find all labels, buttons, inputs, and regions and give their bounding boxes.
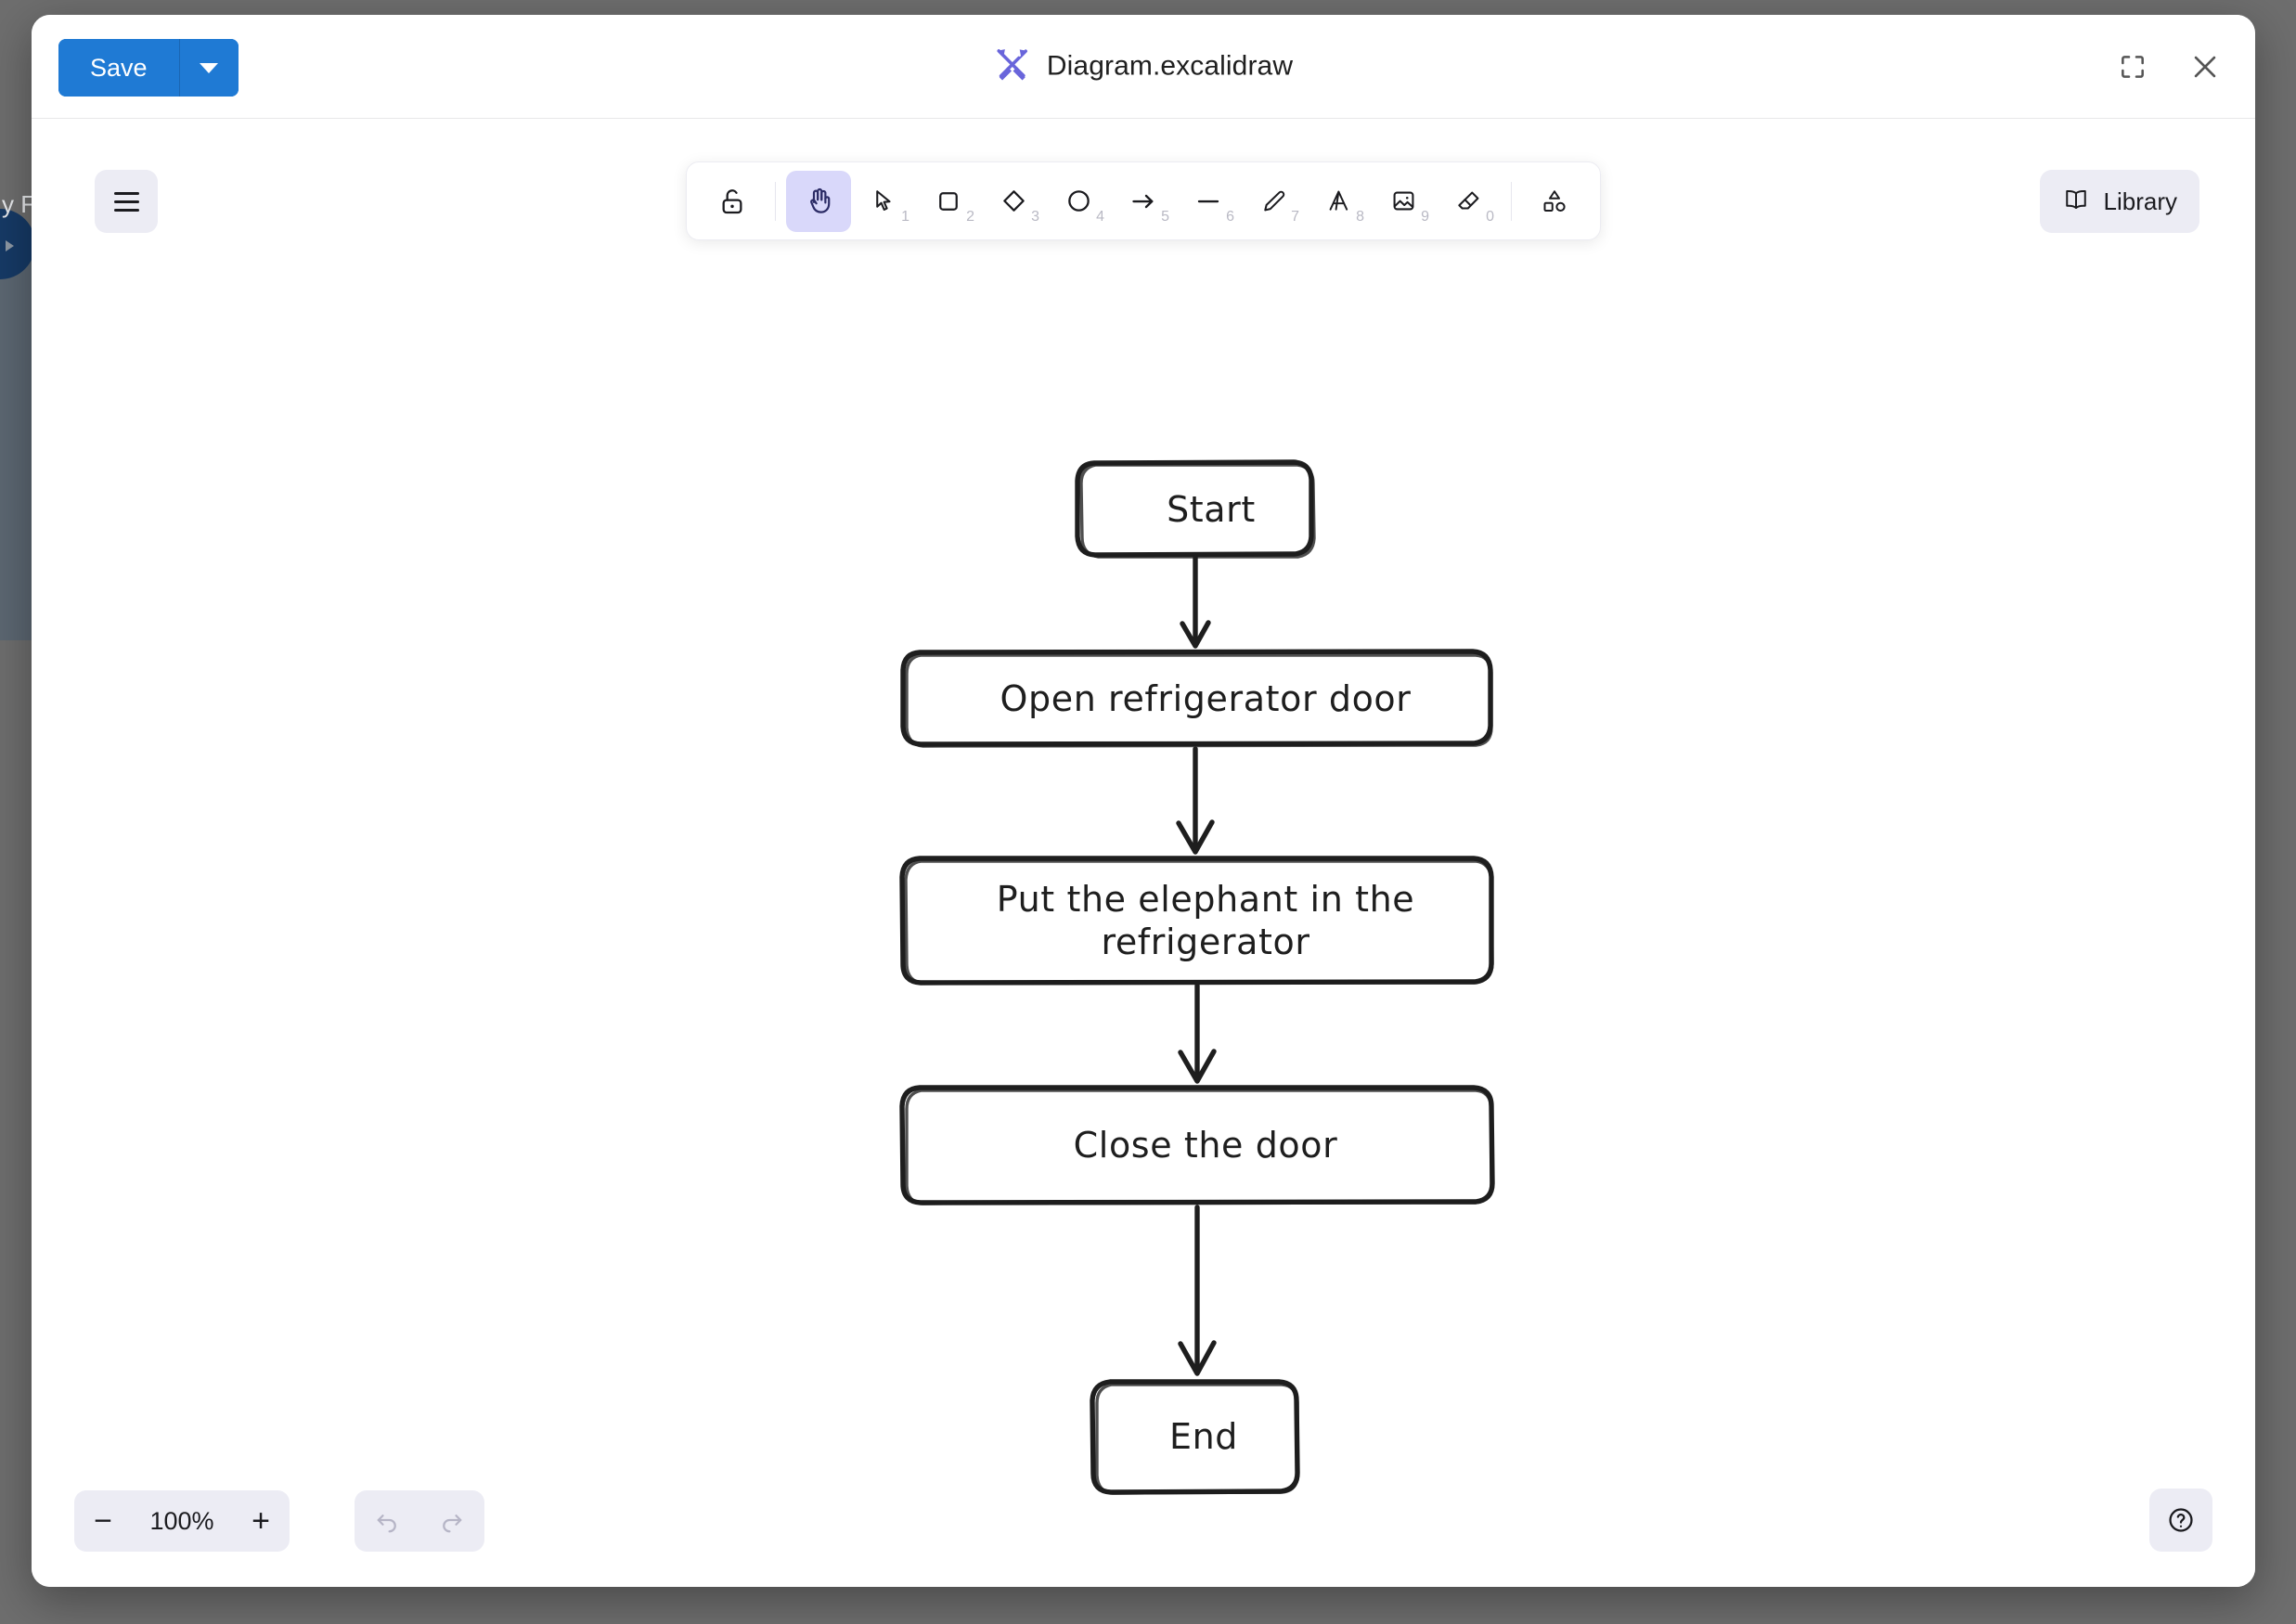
save-split-button: Save [58,39,239,97]
arrow-tool-shortcut: 5 [1161,208,1169,225]
draw-tool-button[interactable]: 7 [1241,171,1306,232]
hamburger-lines [113,191,139,212]
arrow-tool-button[interactable]: 5 [1111,171,1176,232]
chevron-down-icon [200,62,219,73]
line-tool-shortcut: 6 [1226,208,1234,225]
excalidraw-logo-icon [994,45,1031,87]
line-tool-button[interactable]: 6 [1176,171,1241,232]
library-button-label: Library [2103,187,2177,215]
text-tool-shortcut: 8 [1356,208,1364,225]
rectangle-tool-button[interactable]: 2 [916,171,981,232]
draw-tool-shortcut: 7 [1291,208,1299,225]
window-titlebar: Save [32,15,2255,119]
zoom-out-button[interactable]: − [94,1503,112,1539]
hamburger-menu-icon[interactable] [95,170,158,233]
window-actions [2109,43,2229,91]
flow-node-start: Start [1167,488,1256,530]
tool-separator-2 [1511,181,1512,221]
save-button[interactable]: Save [58,39,179,97]
hand-tool-button[interactable] [786,170,851,232]
library-button[interactable]: Library [2039,170,2199,233]
text-tool-button[interactable]: 8 [1306,171,1371,232]
flow-node-open: Open refrigerator door [1000,677,1412,719]
eraser-tool-shortcut: 0 [1486,208,1494,225]
document-title: Diagram.excalidraw [994,45,1293,87]
drawing-canvas[interactable]: 1 2 3 4 [32,119,2255,1587]
image-tool-button[interactable]: 9 [1371,171,1436,232]
redo-button[interactable] [419,1490,484,1552]
diamond-tool-shortcut: 3 [1031,208,1039,225]
zoom-level-value[interactable]: 100% [149,1506,214,1535]
close-button[interactable] [2181,43,2229,91]
book-icon [2062,186,2090,218]
flow-node-end: End [1168,1416,1238,1458]
selection-tool-button[interactable]: 1 [851,171,916,232]
history-island [355,1490,484,1552]
flow-node-put: Put the elephant in the refrigerator [996,878,1415,962]
zoom-island: − 100% + [74,1490,290,1552]
zoom-in-button[interactable]: + [252,1503,270,1539]
document-title-text: Diagram.excalidraw [1046,50,1294,82]
save-divider [178,39,180,97]
diamond-tool-button[interactable]: 3 [981,171,1046,232]
help-button[interactable] [2149,1489,2212,1552]
excalidraw-window: Save [32,15,2255,1587]
save-dropdown-button[interactable] [179,39,239,97]
selection-tool-shortcut: 1 [901,208,909,225]
tool-island: 1 2 3 4 [686,161,1601,240]
shapes-tool-button[interactable] [1522,171,1587,232]
rectangle-tool-shortcut: 2 [966,208,974,225]
background-label: y F [2,190,36,218]
flowchart [32,119,2255,1587]
tool-separator-1 [775,181,776,221]
undo-button[interactable] [355,1490,419,1552]
eraser-tool-button[interactable]: 0 [1436,171,1501,232]
ellipse-tool-button[interactable]: 4 [1046,171,1111,232]
flow-node-close: Close the door [1073,1124,1338,1166]
image-tool-shortcut: 9 [1421,208,1429,225]
lock-tool-button[interactable] [700,171,765,232]
ellipse-tool-shortcut: 4 [1096,208,1104,225]
fullscreen-button[interactable] [2109,43,2157,91]
